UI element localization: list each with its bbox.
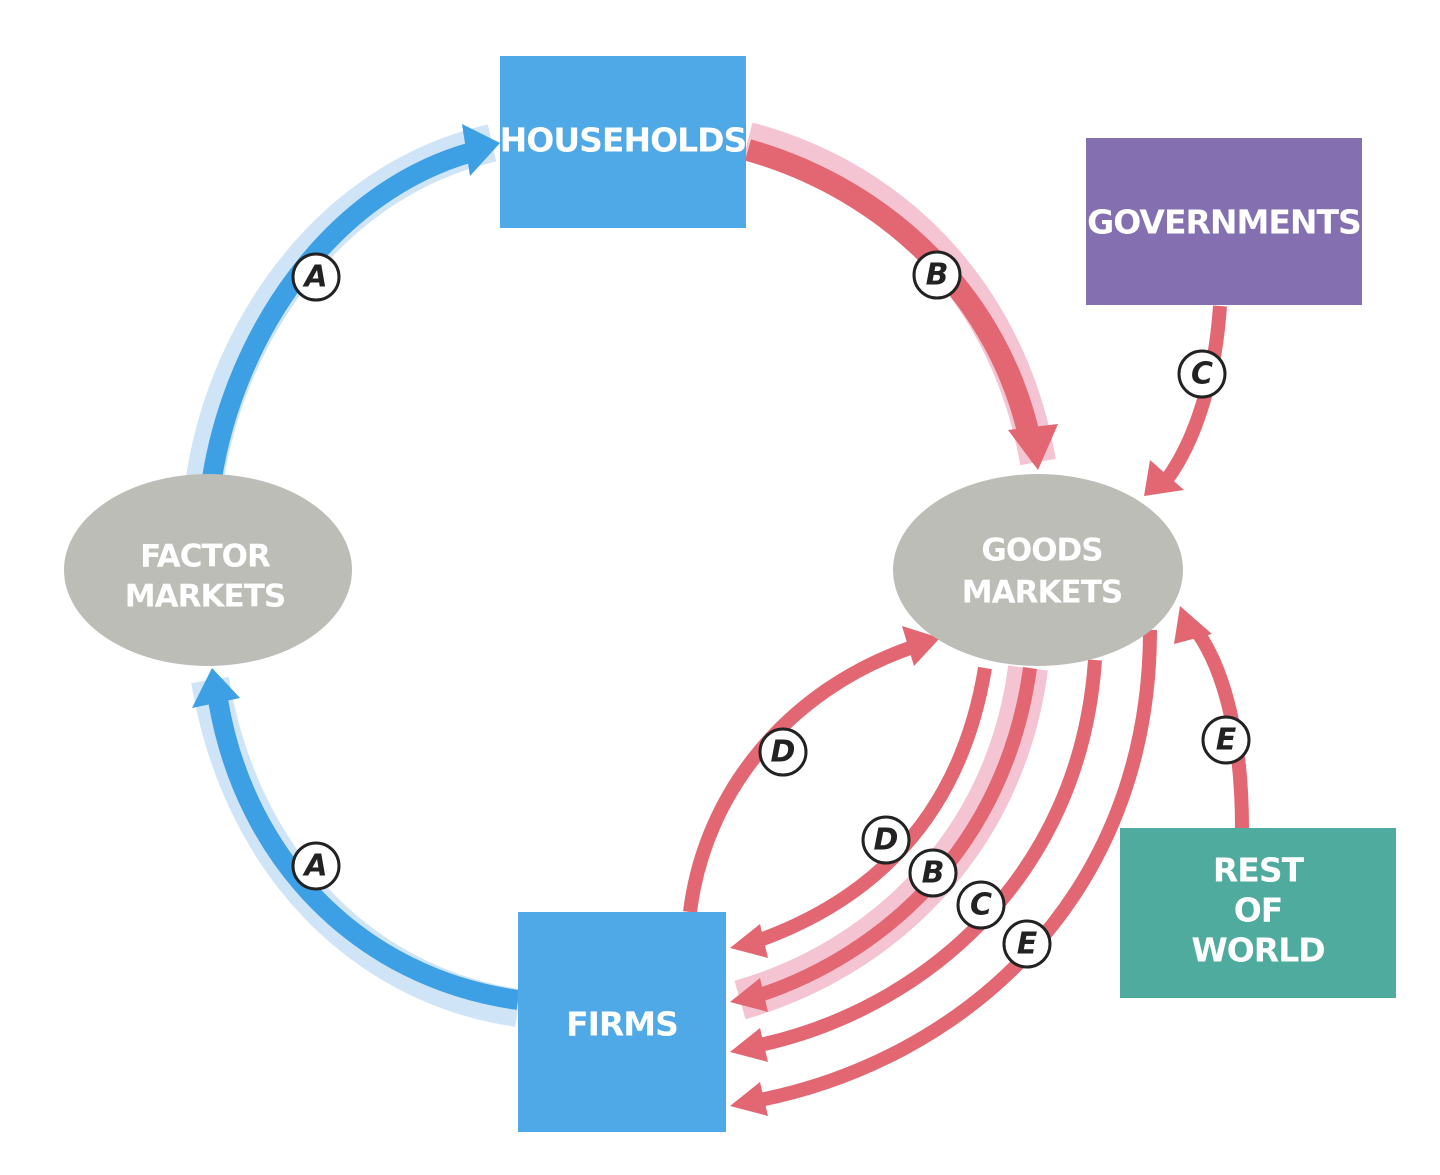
rest-of-world-label-line-1: REST — [1213, 851, 1305, 890]
badge-e-upper: E — [1201, 715, 1251, 765]
factor-markets-ellipse: FACTOR MARKETS — [64, 474, 352, 666]
flow-c-upper-arrow — [1162, 305, 1227, 483]
svg-text:B: B — [922, 856, 945, 891]
rest-of-world-box: REST OF WORLD — [1120, 828, 1396, 998]
flow-a-upper-arrowhead — [462, 124, 500, 176]
factor-markets-label-line-1: FACTOR — [140, 539, 271, 575]
badge-a-lower: A — [291, 841, 341, 891]
rest-of-world-label-line-2: OF — [1234, 891, 1283, 930]
svg-text:D: D — [874, 823, 899, 858]
badge-b-upper: B — [912, 250, 962, 300]
badge-a-upper: A — [291, 252, 341, 302]
flow-b-lower-arrowhead — [730, 978, 768, 1012]
flow-d-upper-arrowhead — [902, 626, 940, 666]
svg-text:C: C — [970, 888, 992, 923]
flow-e-upper-arrow — [1190, 625, 1249, 829]
goods-markets-label-line-2: MARKETS — [962, 575, 1122, 611]
firms-label: FIRMS — [566, 1005, 678, 1044]
governments-label: GOVERNMENTS — [1087, 203, 1361, 242]
svg-text:C: C — [1191, 357, 1213, 392]
flow-a-upper-halo — [186, 124, 497, 481]
households-label: HOUSEHOLDS — [500, 121, 747, 160]
badge-c-upper: C — [1177, 349, 1227, 399]
flow-c-lower-arrowhead — [730, 1028, 768, 1062]
flow-c-upper-arrowhead — [1144, 460, 1184, 496]
svg-text:D: D — [771, 735, 796, 770]
flow-d-lower-arrowhead — [730, 924, 768, 958]
badge-d-upper: D — [758, 727, 808, 777]
firms-box: FIRMS — [518, 912, 726, 1132]
flow-a-lower-halo — [191, 676, 521, 1027]
governments-box: GOVERNMENTS — [1086, 138, 1362, 305]
badge-e-lower: E — [1002, 919, 1052, 969]
flow-e-upper-arrowhead — [1174, 606, 1212, 644]
flow-a-lower-arrowhead — [192, 668, 240, 708]
goods-markets-label-line-1: GOODS — [981, 533, 1102, 569]
factor-markets-label-line-2: MARKETS — [125, 579, 285, 615]
households-box: HOUSEHOLDS — [500, 56, 747, 228]
svg-text:B: B — [926, 258, 949, 293]
flow-b-upper-arrowhead — [1008, 424, 1058, 470]
goods-markets-ellipse: GOODS MARKETS — [893, 474, 1183, 666]
svg-text:A: A — [302, 849, 327, 884]
badge-d-lower: D — [861, 815, 911, 865]
badge-b-lower: B — [908, 848, 958, 898]
svg-text:A: A — [302, 260, 327, 295]
flow-b-upper-halo — [743, 122, 1056, 466]
svg-text:E: E — [1017, 927, 1038, 962]
badge-c-lower: C — [956, 880, 1006, 930]
flow-a-lower-arrow — [208, 698, 520, 1010]
svg-text:E: E — [1216, 723, 1237, 758]
rest-of-world-label-line-3: WORLD — [1191, 931, 1324, 970]
flow-e-lower-arrowhead — [730, 1082, 768, 1116]
